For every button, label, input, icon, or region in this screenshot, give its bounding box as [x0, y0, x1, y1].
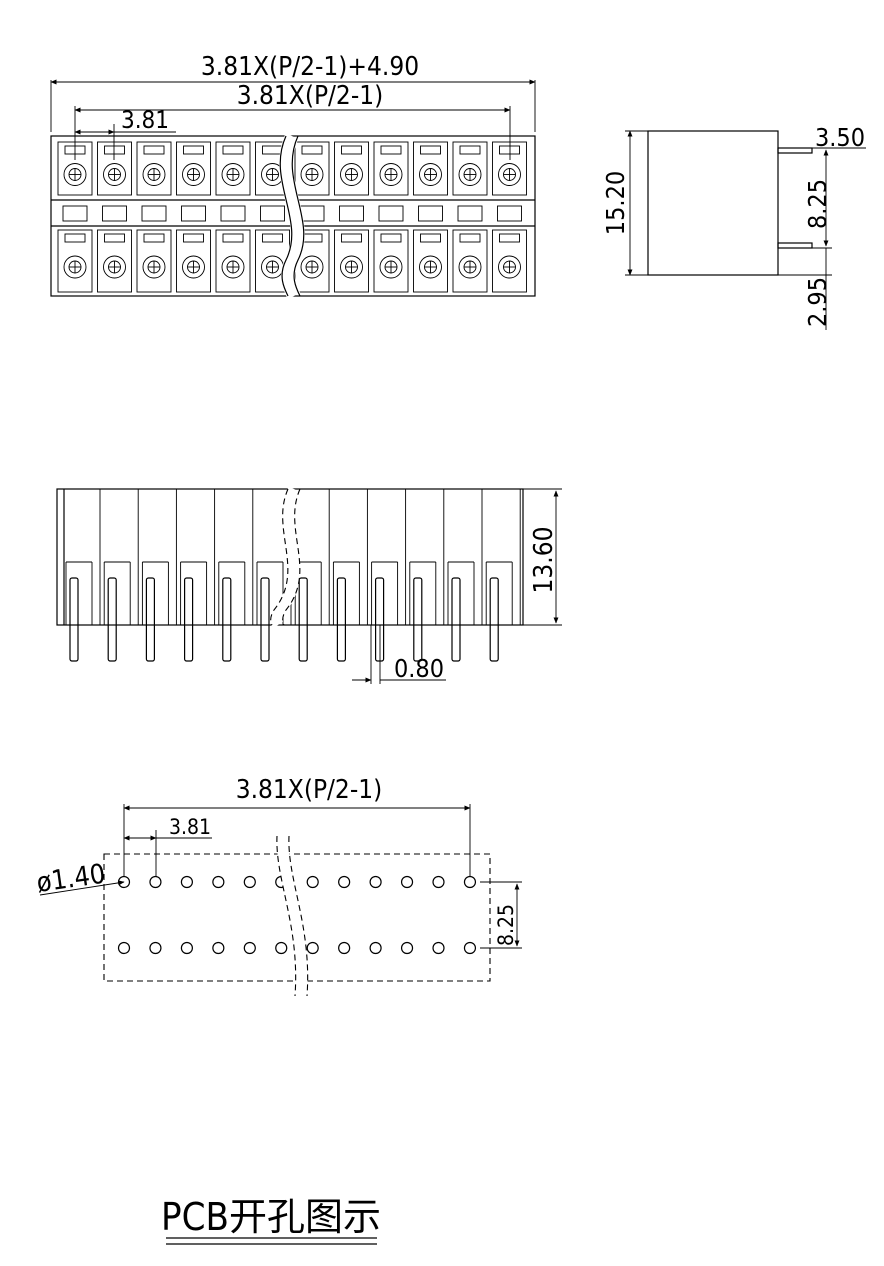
pin	[451, 577, 461, 662]
terminal-cell	[176, 141, 211, 293]
front-slot	[294, 489, 330, 662]
side-pin-upper	[777, 147, 813, 154]
front-height-label: 13.60	[529, 527, 559, 594]
break-line	[279, 135, 293, 297]
pcb-hole	[369, 941, 382, 955]
terminal-cells	[57, 141, 527, 293]
pcb-hole	[180, 875, 193, 889]
side-view: 15.20 3.50 8.25 2.95	[601, 123, 866, 330]
dim-span-label: 3.81X(P/2-1)	[237, 81, 384, 111]
dimension-span-width: 3.81X(P/2-1)	[74, 81, 511, 160]
pcb-title: PCB开孔图示	[161, 1195, 381, 1239]
pcb-hole	[212, 875, 225, 889]
side-row-pitch-label: 8.25	[803, 179, 832, 229]
pcb-layout: 3.81X(P/2-1) 3.81 ø1.40 8.25	[35, 775, 522, 997]
terminal-cell	[57, 141, 93, 293]
pcb-hole	[432, 941, 445, 955]
front-slot	[103, 489, 139, 662]
pcb-hole-label: ø1.40	[35, 859, 108, 899]
pin	[413, 577, 423, 662]
front-slot	[332, 489, 368, 662]
side-pin-length-label: 2.95	[803, 277, 832, 327]
side-pin-lower	[777, 242, 813, 249]
pin	[184, 577, 194, 662]
pcb-hole	[243, 875, 256, 889]
pcb-hole	[275, 941, 288, 955]
pcb-hole	[243, 941, 256, 955]
terminal-cell	[373, 141, 409, 293]
terminal-cell	[413, 141, 448, 293]
terminal-cell	[334, 141, 369, 293]
side-height-label: 15.20	[601, 171, 630, 235]
pcb-hole	[463, 941, 477, 955]
pcb-hole	[306, 875, 319, 889]
dim-pitch-label: 3.81	[121, 106, 169, 134]
front-slot	[180, 489, 216, 662]
pcb-hole	[306, 941, 319, 955]
front-slot	[371, 489, 407, 662]
front-slots	[65, 489, 521, 662]
pin	[107, 577, 117, 662]
top-view: 3.81X(P/2-1)+4.90 3.81X(P/2-1) 3.81	[50, 52, 536, 300]
pcb-break-line	[276, 835, 297, 997]
pin	[222, 577, 232, 662]
pin	[489, 577, 499, 662]
pcb-hole	[149, 875, 162, 889]
pcb-hole	[180, 941, 193, 955]
pcb-hole	[432, 875, 445, 889]
front-break-line	[270, 488, 289, 626]
pcb-hole	[338, 941, 351, 955]
pcb-title-block: PCB开孔图示	[161, 1195, 381, 1245]
pcb-hole	[212, 941, 225, 955]
terminal-cell	[492, 141, 527, 293]
side-pin-offset-label: 3.50	[815, 123, 865, 152]
pcb-hole	[149, 941, 162, 955]
terminal-cell	[97, 141, 132, 293]
pin	[260, 577, 270, 662]
pcb-hole	[369, 875, 382, 889]
front-slot	[485, 489, 521, 662]
terminal-cell	[215, 141, 251, 293]
terminal-cell	[452, 141, 488, 293]
pcb-hole	[400, 875, 414, 889]
front-view: 13.60 0.80	[56, 486, 562, 684]
pcb-hole	[117, 941, 131, 955]
pcb-pitch-label: 3.81	[169, 815, 211, 839]
front-pin-width-label: 0.80	[394, 654, 444, 683]
pin	[336, 577, 346, 662]
pcb-holes	[117, 875, 477, 955]
pcb-hole	[400, 941, 414, 955]
terminal-cell	[136, 141, 172, 293]
dim-total-label: 3.81X(P/2-1)+4.90	[201, 52, 419, 82]
pcb-hole	[463, 875, 477, 889]
side-body	[647, 130, 779, 276]
pcb-hole	[338, 875, 351, 889]
dimension-total-width: 3.81X(P/2-1)+4.90	[50, 52, 536, 132]
front-slot	[218, 489, 254, 662]
pcb-span-label: 3.81X(P/2-1)	[236, 775, 383, 805]
pcb-row-pitch-label: 8.25	[494, 904, 518, 946]
front-slot	[65, 489, 101, 662]
pin	[145, 577, 155, 662]
dimension-pitch: 3.81	[74, 106, 176, 160]
pin	[69, 577, 79, 662]
front-slot	[141, 489, 177, 662]
front-slot	[409, 489, 445, 662]
pin	[298, 577, 308, 662]
front-slot	[447, 489, 483, 662]
